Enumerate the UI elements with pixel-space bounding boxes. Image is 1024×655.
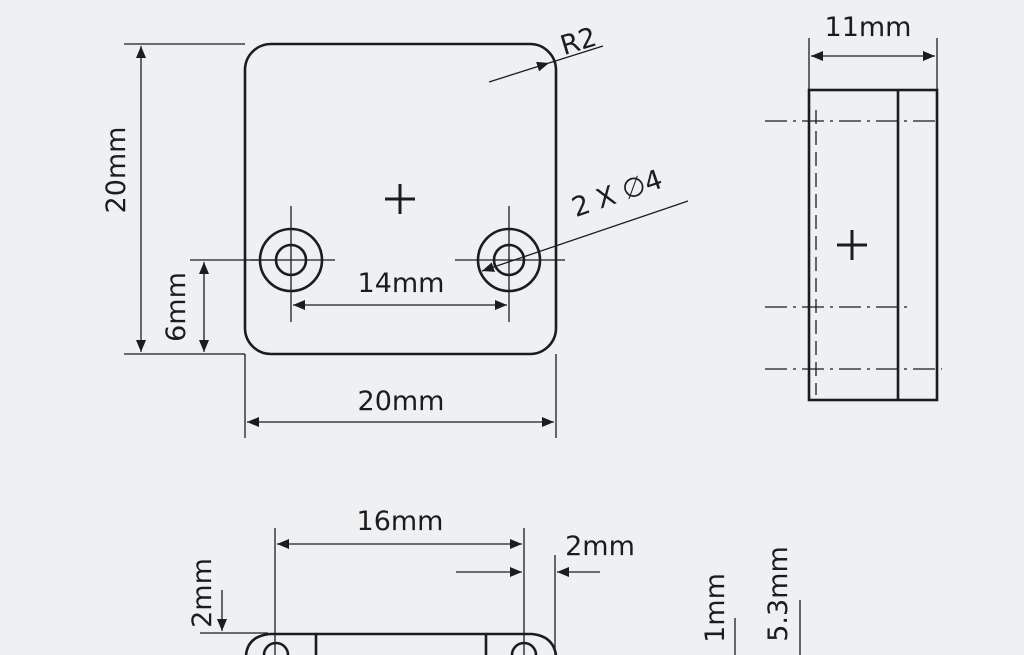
dim-label-holes-spec: 2 X ∅4: [568, 164, 667, 224]
top-view: 20mm 6mm 14mm 20mm R2 2 X ∅4: [101, 22, 689, 438]
center-mark: [385, 184, 415, 214]
dimension-width-20mm: [244, 354, 557, 438]
dim-label-hole-offset: 6mm: [161, 272, 192, 342]
dimension-thickness-11mm: [808, 38, 938, 90]
right-mounting-hole: [455, 206, 565, 322]
plate-outline: [243, 42, 558, 356]
leader-corner-radius: [488, 45, 604, 83]
leader-hole-diameter: [481, 200, 689, 272]
dim-label-corner-radius: R2: [557, 22, 600, 62]
dimension-hole-offset-6mm: [190, 259, 276, 352]
side-center-mark: [837, 230, 867, 260]
dim-label-bottom-left-height: 2mm: [187, 558, 218, 628]
bottom-view: 16mm 2mm 2mm 1mm 5.3mm: [187, 506, 801, 655]
dim-label-bottom-step: 2mm: [565, 531, 635, 562]
dimension-left-height-2mm: [200, 590, 268, 634]
dim-label-bottom-span: 16mm: [357, 506, 444, 537]
dim-label-top-width: 20mm: [358, 386, 445, 417]
side-view: 11mm: [765, 12, 942, 402]
dim-label-bottom-right-1: 1mm: [700, 573, 731, 643]
dim-label-top-height: 20mm: [101, 127, 132, 214]
dim-label-bottom-right-2: 5.3mm: [763, 546, 794, 642]
dimension-step-2mm: [456, 555, 600, 655]
dimension-height-20mm: [124, 43, 245, 355]
side-outline: [807, 88, 939, 402]
dim-label-side-thickness: 11mm: [825, 12, 912, 43]
dim-label-hole-spacing: 14mm: [358, 268, 445, 299]
bottom-part-outline: [244, 632, 558, 655]
